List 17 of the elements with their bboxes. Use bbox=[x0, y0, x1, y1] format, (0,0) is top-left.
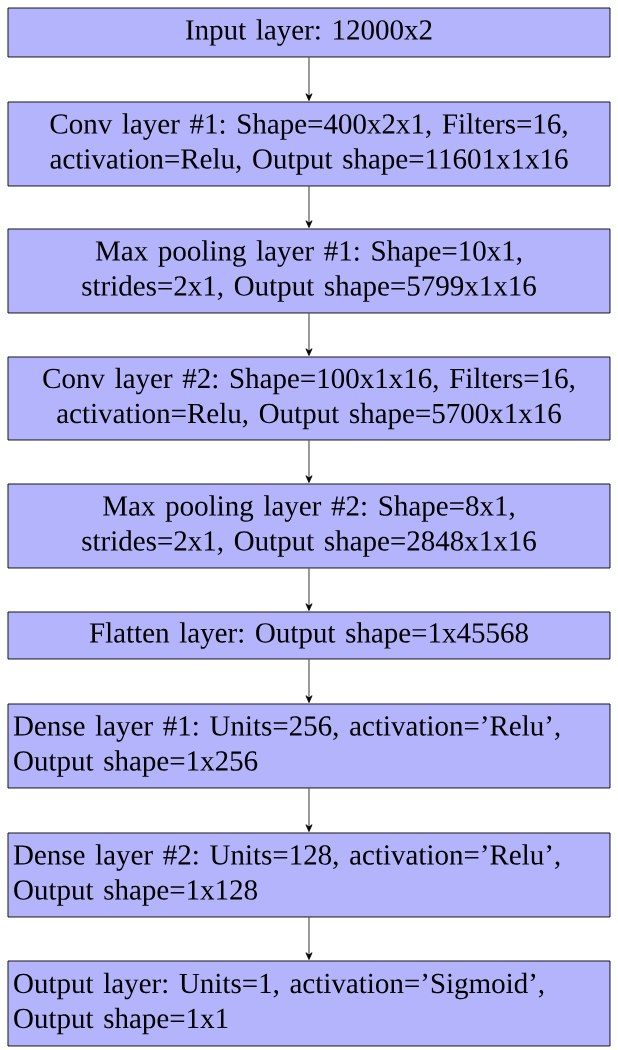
layer-box: Input layer: 12000x2 bbox=[7, 7, 611, 58]
arrow bbox=[305, 917, 313, 960]
layer-box: Max pooling layer #2: Shape=8x1, strides=2x1, Output shape=2848x1x16 bbox=[7, 483, 611, 569]
layer-box: Flatten layer: Output shape=1x45568 bbox=[7, 611, 611, 660]
layer-box: Conv layer #1: Shape=400x2x1, Filters=16, activation=Relu, Output shape=11601x1x16 bbox=[7, 101, 611, 187]
layer-box: Dense layer #1: Units=256, activation=’Relu’, Output shape=1x256 bbox=[7, 703, 611, 789]
layer-box: Output layer: Units=1, activation=’Sigmoid’, Output shape=1x1 bbox=[7, 960, 611, 1047]
arrow bbox=[305, 568, 313, 611]
layer-box: Dense layer #2: Units=128, activation=’Relu’, Output shape=1x128 bbox=[7, 832, 611, 918]
layer-box: Conv layer #2: Shape=100x1x16, Filters=16, activation=Relu, Output shape=5700x1x16 bbox=[7, 356, 611, 441]
arrow bbox=[305, 313, 313, 356]
arrow bbox=[305, 57, 313, 101]
arrow bbox=[305, 186, 313, 228]
arrow bbox=[305, 440, 313, 483]
arrow bbox=[305, 788, 313, 832]
arrow bbox=[305, 659, 313, 703]
layer-box: Max pooling layer #1: Shape=10x1, strides=2x1, Output shape=5799x1x16 bbox=[7, 228, 611, 314]
